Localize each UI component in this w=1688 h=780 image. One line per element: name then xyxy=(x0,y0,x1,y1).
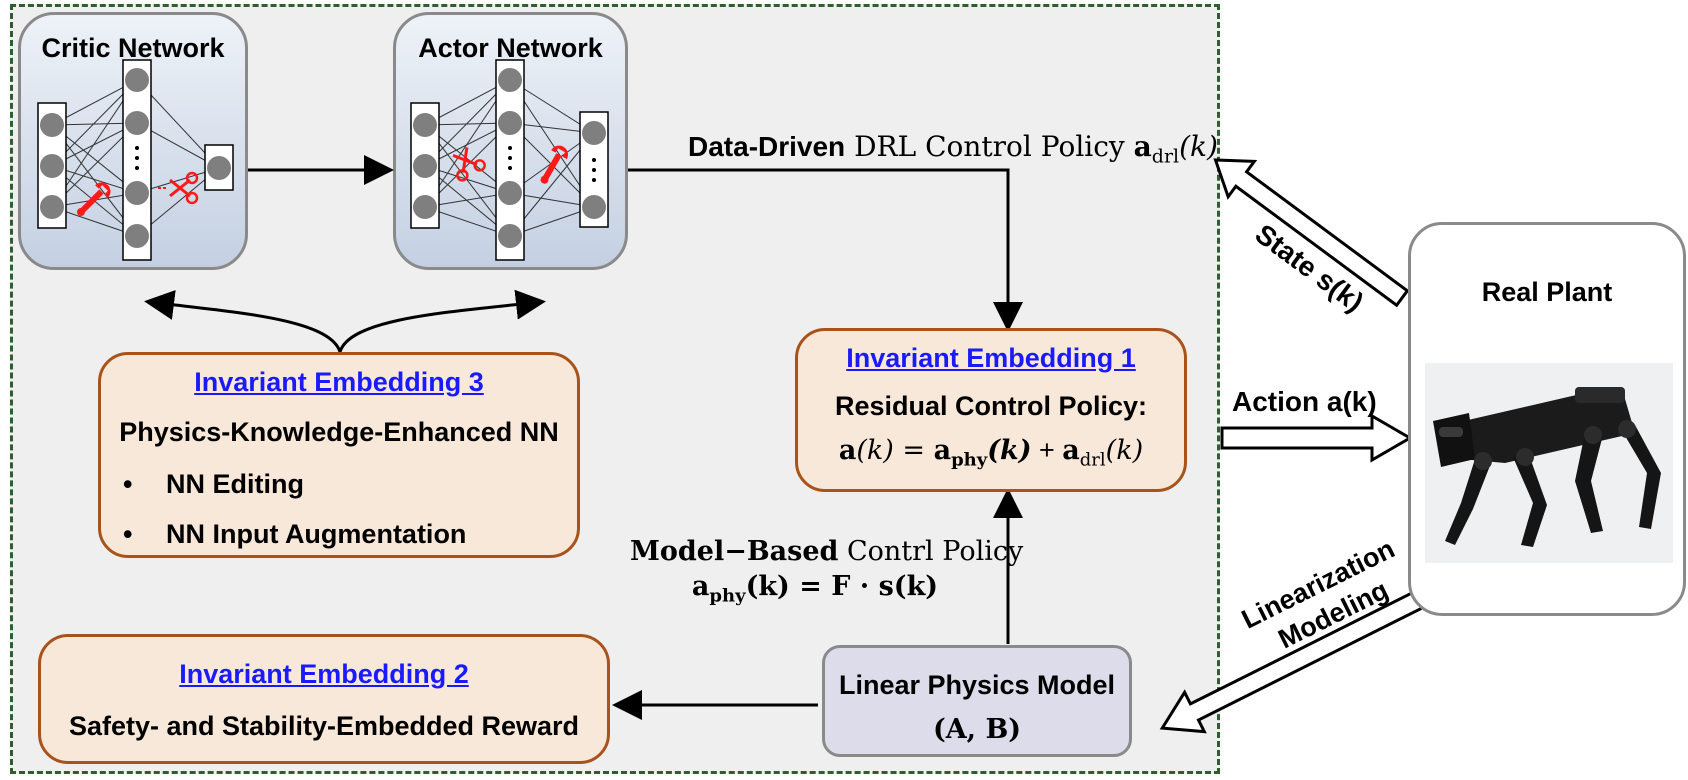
mb-rest: Contrl Policy xyxy=(838,536,1024,567)
physics-model-title: Linear Physics Model xyxy=(838,670,1116,700)
critic-network-title: Critic Network xyxy=(41,33,225,63)
ie3-item-nn-editing: NN Editing xyxy=(165,469,304,499)
ie1-equation: a(k) = aphy(k) + adrl(k) xyxy=(798,435,1184,470)
physics-model-params: (A, B) xyxy=(932,714,1022,745)
linearization-arrow xyxy=(1159,589,1425,734)
ie1-title[interactable]: Invariant Embedding 1 xyxy=(846,343,1136,373)
eq-adrl: a xyxy=(1062,435,1080,466)
action-arrow xyxy=(1220,413,1413,463)
state-arrow xyxy=(1213,158,1410,308)
ie3-title[interactable]: Invariant Embedding 3 xyxy=(194,367,484,397)
scissors-icon xyxy=(452,147,486,182)
ie3-subtitle: Physics-Knowledge-Enhanced NN xyxy=(119,417,559,447)
drl-policy-label: Data-Driven DRL Control Policy adrl(k) xyxy=(688,130,1218,168)
bullet-icon: • xyxy=(123,469,133,499)
eq-a: a xyxy=(838,435,857,466)
invariant-embedding-1-box: Invariant Embedding 1 Residual Control P… xyxy=(795,328,1187,492)
drl-sub: drl xyxy=(1151,145,1180,168)
drl-a: a xyxy=(1133,130,1152,163)
invariant-embedding-2-box: Invariant Embedding 2 Safety- and Stabil… xyxy=(38,634,610,764)
ie2-title[interactable]: Invariant Embedding 2 xyxy=(179,659,469,689)
eq-drl-sub: drl xyxy=(1079,449,1106,471)
model-based-policy-label: Model−Based Contrl Policy aphy(k) = F · … xyxy=(630,536,1023,607)
ie3-to-actor-arrow xyxy=(338,289,546,353)
ie3-item-nn-input-augmentation: NN Input Augmentation xyxy=(165,519,467,549)
invariant-embedding-3-box: Invariant Embedding 3 Physics-Knowledge-… xyxy=(98,352,580,558)
ie1-subtitle: Residual Control Policy: xyxy=(834,391,1148,421)
mb-sub: phy xyxy=(709,585,746,607)
eq-k: (k) = xyxy=(856,435,934,466)
drl-k: (k) xyxy=(1179,130,1218,163)
eq-k2: (k) xyxy=(1105,435,1144,466)
action-label: Action a(k) xyxy=(1232,386,1377,417)
real-plant-title: Real Plant xyxy=(1481,277,1613,307)
drl-rest: DRL Control Policy xyxy=(845,130,1134,163)
drl-bold: Data-Driven xyxy=(688,131,846,162)
linear-physics-model-box: Linear Physics Model (A, B) xyxy=(822,645,1132,757)
robot-dog-image xyxy=(1425,363,1673,563)
real-plant-box: Real Plant xyxy=(1408,222,1686,616)
scissors-icon xyxy=(158,171,199,205)
eq-kb: (k) xyxy=(987,435,1032,466)
bullet-icon: • xyxy=(123,519,133,549)
mb-eq: (k) = F · s(k) xyxy=(745,571,939,602)
eq-plus: + xyxy=(1031,435,1063,465)
mb-bold: Model−Based xyxy=(630,536,839,567)
ie3-to-critic-arrow xyxy=(144,290,342,353)
ie3-bullet-1: • NN Editing xyxy=(123,469,304,500)
mb-a: a xyxy=(691,571,710,602)
eq-phy-sub: phy xyxy=(951,449,988,471)
eq-aphy: a xyxy=(933,435,952,466)
wrench-icon xyxy=(76,182,111,217)
wrench-icon xyxy=(540,145,568,184)
actor-network-title: Actor Network xyxy=(418,33,603,63)
drl-policy-arrow xyxy=(628,168,1023,332)
actor-network-diagram xyxy=(410,59,609,261)
ie2-subtitle: Safety- and Stability-Embedded Reward xyxy=(68,711,580,741)
critic-network-diagram xyxy=(37,59,234,261)
ie3-bullet-2: • NN Input Augmentation xyxy=(123,519,466,550)
